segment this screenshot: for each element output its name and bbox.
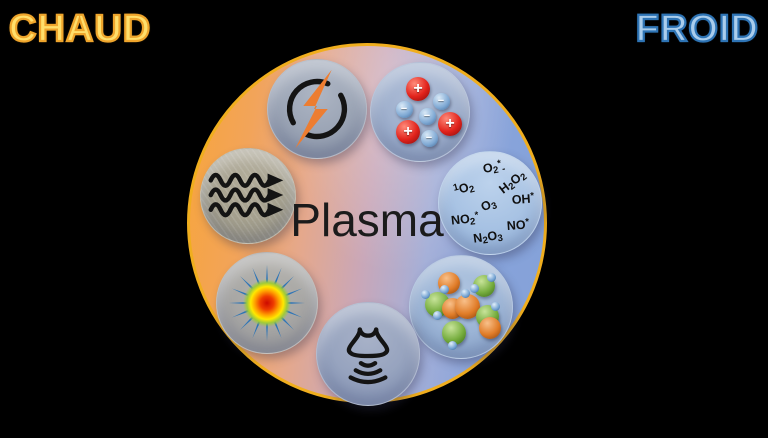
negative-ion: −	[432, 92, 450, 110]
species-formula: 1O2	[451, 180, 476, 197]
orange-molecule	[479, 317, 501, 339]
orange-molecule	[454, 289, 480, 319]
green-molecule	[469, 272, 497, 297]
lightning-bolt-icon	[286, 69, 348, 149]
satellite-atom	[491, 301, 501, 311]
hot-label: CHAUD	[8, 8, 152, 50]
satellite-atom	[469, 283, 479, 293]
starburst-icon	[229, 265, 305, 341]
satellite-atom	[432, 310, 442, 320]
acoustic-waves-circle	[316, 302, 420, 406]
orange-molecule	[438, 272, 460, 295]
species-formula: NO2*	[450, 209, 480, 228]
satellite-atom	[421, 290, 431, 299]
reactive-molecules-circle	[409, 255, 513, 359]
green-molecule	[442, 321, 466, 350]
positive-ion: +	[396, 120, 420, 144]
species-formula: OH*	[511, 190, 535, 208]
species-formula: NO*	[506, 216, 530, 234]
heat-circle	[200, 148, 296, 244]
satellite-atom	[461, 289, 471, 298]
satellite-atom	[440, 285, 450, 295]
positive-ion: +	[406, 77, 430, 101]
ultrasound-transducer-icon	[346, 327, 390, 385]
negative-ion: −	[395, 100, 413, 118]
satellite-atom	[448, 340, 458, 350]
negative-ion: −	[418, 107, 436, 125]
charged-particles-circle: +−−−++−	[370, 62, 470, 162]
electric-discharge-circle	[267, 59, 367, 159]
heat-wave-arrows-icon	[208, 172, 284, 218]
species-formula: O3	[478, 197, 499, 215]
positive-ion: +	[438, 112, 462, 136]
uv-radiation-circle	[216, 252, 318, 354]
species-formula: N2O3	[472, 228, 504, 247]
plasma-label: Plasma	[290, 193, 444, 246]
cold-label: FROID	[635, 8, 759, 50]
species-formula: O2*-	[481, 158, 507, 177]
satellite-atom	[487, 272, 497, 282]
negative-ion: −	[420, 129, 438, 147]
